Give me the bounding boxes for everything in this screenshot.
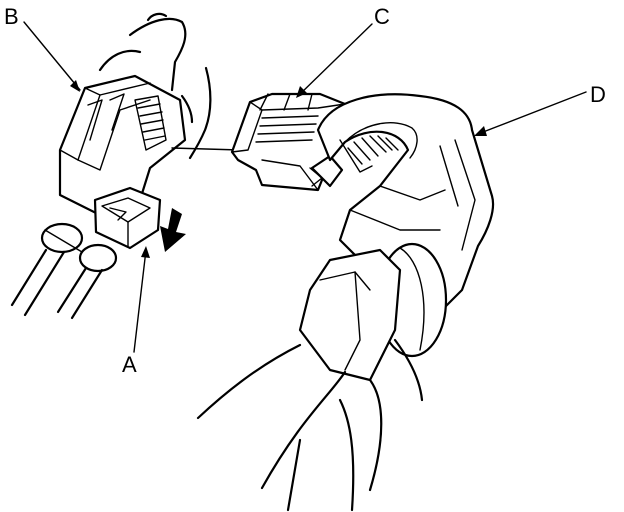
wire-harness — [10, 248, 104, 320]
label-b-text: B — [4, 4, 19, 29]
black-arrow-icon — [160, 208, 186, 252]
label-c: C — [296, 4, 390, 98]
label-d: D — [474, 82, 606, 136]
label-c-text: C — [374, 4, 390, 29]
connector-lock-c — [230, 92, 354, 192]
label-a-text: A — [122, 352, 137, 377]
connector-housing — [40, 74, 187, 273]
left-hand — [98, 12, 212, 160]
pliers-d — [196, 93, 495, 512]
label-b: B — [4, 4, 81, 92]
alignment-line — [171, 147, 241, 151]
label-a: A — [122, 246, 150, 377]
label-d-text: D — [590, 82, 606, 107]
